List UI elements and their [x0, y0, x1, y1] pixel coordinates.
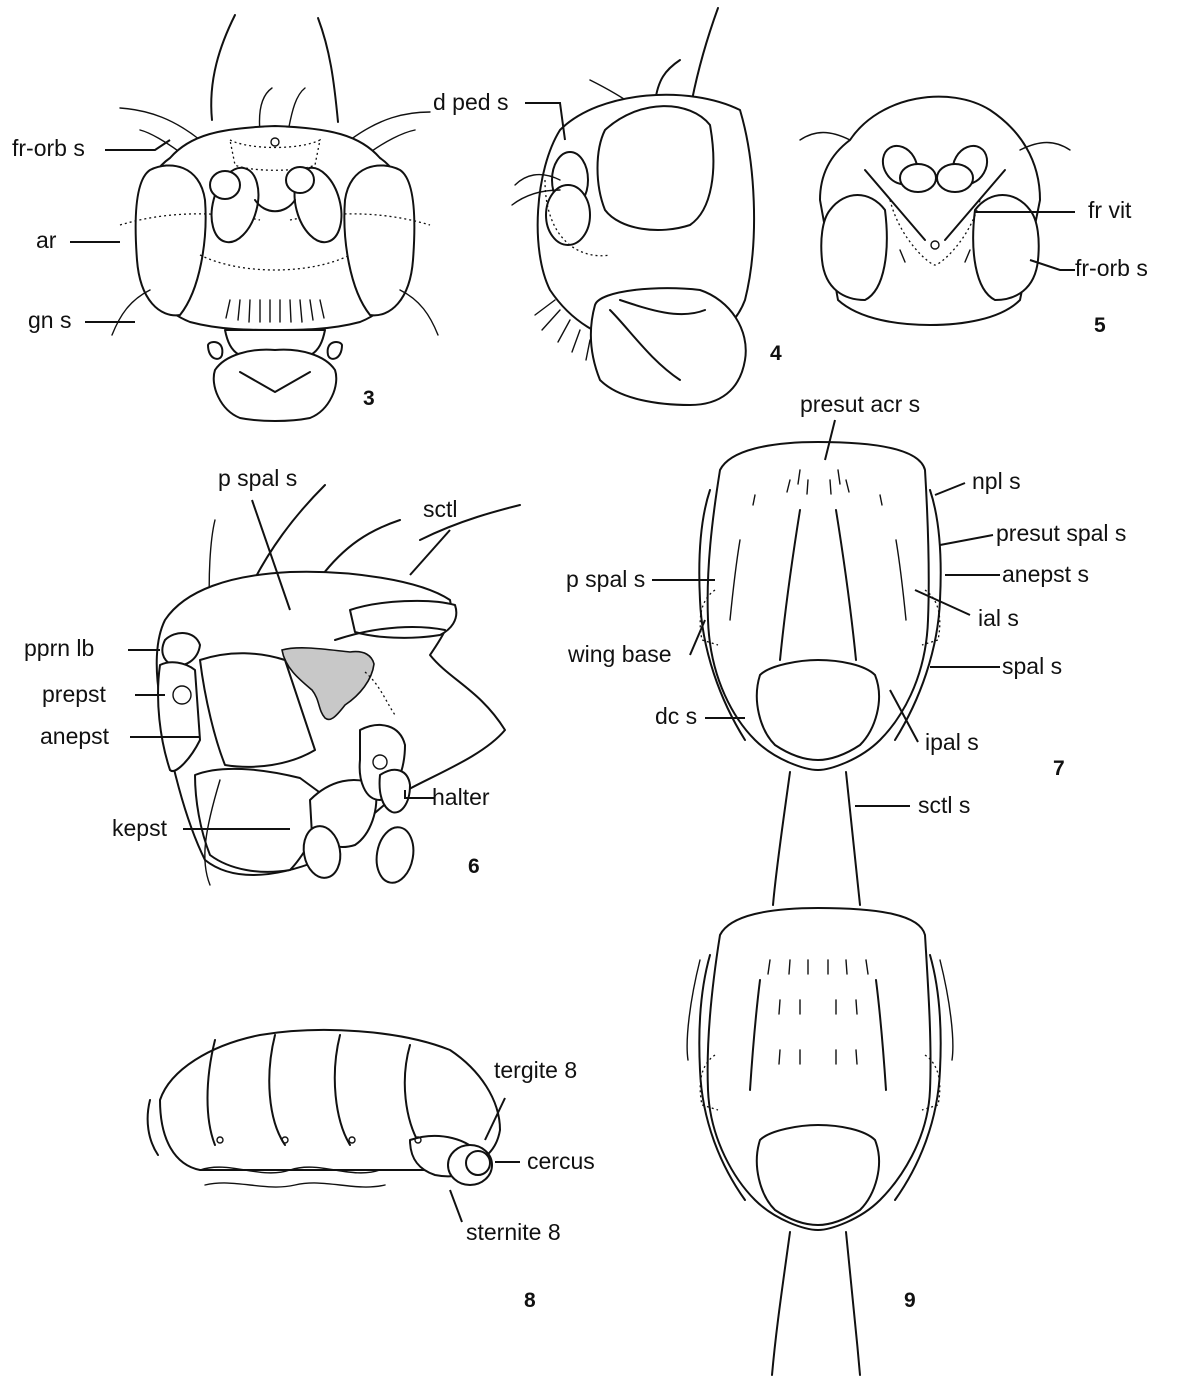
- label-sctl: sctl: [423, 496, 458, 522]
- label-fr-orb-s-fig5: fr-orb s: [1075, 255, 1148, 281]
- label-ipal-s: ipal s: [925, 729, 979, 755]
- label-halter: halter: [432, 784, 490, 810]
- label-npl-s: npl s: [972, 468, 1021, 494]
- label-sternite-8: sternite 8: [466, 1219, 561, 1245]
- figure-5-head-anterior: [800, 97, 1070, 325]
- figure-number-9: 9: [904, 1289, 916, 1312]
- label-d-ped-s: d ped s: [433, 89, 508, 115]
- figure-8-abdomen-lateral: [148, 1030, 500, 1187]
- figure-3-head-frontal: [112, 15, 438, 421]
- figure-6-thorax-lateral: [157, 485, 520, 886]
- label-prepst: prepst: [42, 681, 107, 707]
- label-gn-s: gn s: [28, 307, 71, 333]
- label-anepst: anepst: [40, 723, 110, 749]
- label-ar: ar: [36, 227, 57, 253]
- figure-number-4: 4: [770, 342, 782, 365]
- label-presut-spal-s: presut spal s: [996, 520, 1126, 546]
- figure-7-thorax-dorsal: [699, 442, 940, 905]
- figure-number-6: 6: [468, 855, 480, 878]
- label-cercus: cercus: [527, 1148, 595, 1174]
- figure-number-8: 8: [524, 1289, 536, 1312]
- label-presut-acr-s: presut acr s: [800, 391, 920, 417]
- label-kepst: kepst: [112, 815, 168, 841]
- label-anepst-s: anepst s: [1002, 561, 1089, 587]
- label-tergite-8: tergite 8: [494, 1057, 577, 1083]
- label-p-spal-s-fig7: p spal s: [566, 566, 645, 592]
- label-fr-vit: fr vit: [1088, 197, 1132, 223]
- label-spal-s: spal s: [1002, 653, 1062, 679]
- figure-4-head-lateral: [512, 8, 754, 405]
- label-sctl-s: sctl s: [918, 792, 970, 818]
- figure-number-5: 5: [1094, 314, 1106, 337]
- figure-number-7: 7: [1053, 757, 1065, 780]
- figure-number-3: 3: [363, 387, 375, 410]
- label-pprn-lb: pprn lb: [24, 635, 94, 661]
- label-ial-s: ial s: [978, 605, 1019, 631]
- label-fr-orb-s-fig3: fr-orb s: [12, 135, 85, 161]
- label-p-spal-s-fig6: p spal s: [218, 465, 297, 491]
- label-wing-base: wing base: [567, 641, 672, 667]
- label-dc-s: dc s: [655, 703, 697, 729]
